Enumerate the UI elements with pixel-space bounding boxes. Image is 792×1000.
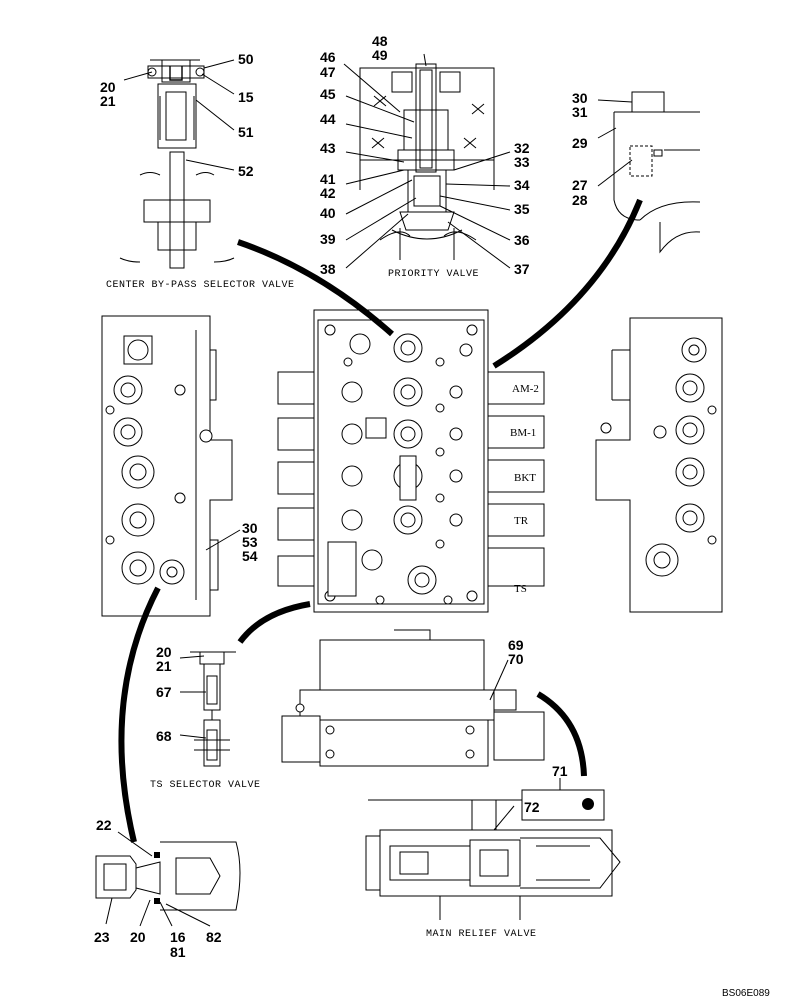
- callout-28: 28: [572, 192, 588, 208]
- callout-35: 35: [514, 201, 530, 217]
- callout-20-ts: 20: [156, 644, 172, 660]
- callout-34: 34: [514, 177, 530, 193]
- center-bypass-selector-valve-detail: [119, 59, 235, 269]
- right-side-view: [595, 317, 723, 613]
- section-tag-tr: TR: [514, 515, 529, 527]
- callout-43: 43: [320, 140, 336, 156]
- left-side-view: [101, 315, 241, 617]
- callout-31: 31: [572, 104, 588, 120]
- callout-15: 15: [238, 89, 254, 105]
- center-bypass-caption: CENTER BY-PASS SELECTOR VALVE: [106, 280, 295, 291]
- callout-48: 48: [372, 33, 388, 49]
- priority-valve-caption: PRIORITY VALVE: [388, 269, 479, 280]
- control-valve-bottom-view: [281, 629, 545, 767]
- callout-81: 81: [170, 944, 186, 960]
- pointer-arrow-main-relief: [536, 691, 587, 777]
- callout-68: 68: [156, 728, 172, 744]
- callout-52: 52: [238, 163, 254, 179]
- callout-42: 42: [320, 185, 336, 201]
- callout-69: 69: [508, 637, 524, 653]
- callout-49: 49: [372, 47, 388, 63]
- callout-22: 22: [96, 817, 112, 833]
- section-tag-bkt: BKT: [514, 472, 536, 484]
- main-relief-valve-detail: [365, 778, 621, 920]
- pointer-arrow-ts-selector: [237, 601, 311, 644]
- callout-23: 23: [94, 929, 110, 945]
- ts-section-box: [487, 547, 545, 587]
- callout-21-ts: 21: [156, 658, 172, 674]
- callout-20: 20: [100, 79, 116, 95]
- document-id: BS06E089: [722, 988, 770, 999]
- callout-51: 51: [238, 124, 254, 140]
- callout-32: 32: [514, 140, 530, 156]
- callout-36: 36: [514, 232, 530, 248]
- callout-30-side: 30: [242, 520, 258, 536]
- callout-44: 44: [320, 111, 336, 127]
- ts-selector-caption: TS SELECTOR VALVE: [150, 780, 261, 791]
- callout-53: 53: [242, 534, 258, 550]
- callout-21: 21: [100, 93, 116, 109]
- callout-29: 29: [572, 135, 588, 151]
- callout-46: 46: [320, 49, 336, 65]
- tr-section-box: [487, 503, 545, 537]
- callout-27: 27: [572, 177, 588, 193]
- pointer-arrow-top-right: [492, 198, 643, 369]
- callout-40: 40: [320, 205, 336, 221]
- section-tag-ts: TS: [514, 583, 527, 595]
- callout-67: 67: [156, 684, 172, 700]
- callout-45: 45: [320, 86, 336, 102]
- section-tag-am2: AM-2: [512, 383, 539, 395]
- bkt-section-box: [487, 459, 545, 493]
- callout-82: 82: [206, 929, 222, 945]
- section-tag-bm1: BM-1: [510, 427, 536, 439]
- callout-20-plug: 20: [130, 929, 146, 945]
- priority-valve-detail: [343, 53, 511, 269]
- callout-70: 70: [508, 651, 524, 667]
- callout-41: 41: [320, 171, 336, 187]
- bottom-left-plug-detail: [95, 831, 241, 927]
- callout-30: 30: [572, 90, 588, 106]
- ts-selector-valve-detail: [179, 651, 236, 767]
- callout-71: 71: [552, 763, 568, 779]
- callout-50: 50: [238, 51, 254, 67]
- am2-section-box: [487, 371, 545, 405]
- pointer-arrow-priority: [237, 239, 394, 337]
- callout-33: 33: [514, 154, 530, 170]
- pointer-arrow-plug: [118, 586, 161, 843]
- callout-38: 38: [320, 261, 336, 277]
- top-right-plug-detail: [597, 91, 701, 254]
- callout-16: 16: [170, 929, 186, 945]
- callout-39: 39: [320, 231, 336, 247]
- callout-72: 72: [524, 799, 540, 815]
- main-relief-caption: MAIN RELIEF VALVE: [426, 929, 537, 940]
- callout-37: 37: [514, 261, 530, 277]
- callout-54: 54: [242, 548, 258, 564]
- bm1-section-box: [487, 415, 545, 449]
- control-valve-front-view: [277, 309, 545, 613]
- callout-47: 47: [320, 64, 336, 80]
